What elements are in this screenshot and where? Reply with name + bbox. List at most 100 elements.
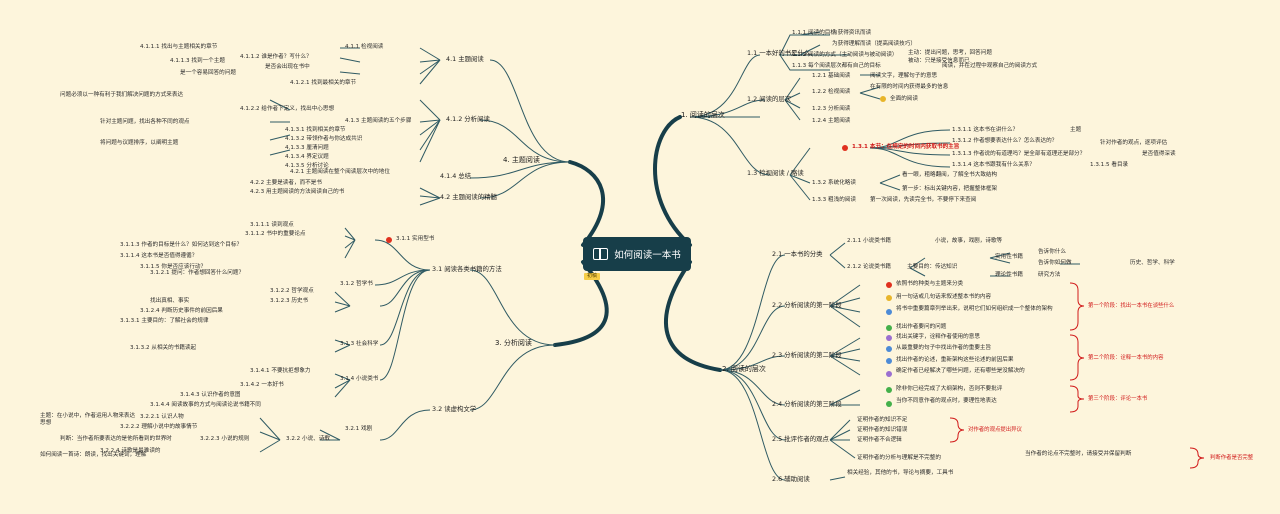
node-2-2-a[interactable]: 依照书的种类与主题来分类 [896, 281, 964, 287]
node-2-1-2[interactable]: 2.1.2 论说类书籍 [847, 264, 891, 270]
stage-1-note[interactable]: 第一个阶段：找出一本书在谈些什么 [1088, 303, 1175, 309]
node-3-2-2-c[interactable]: 3.2.2.3 小说的规则 [200, 436, 250, 442]
node-4-1-2-a[interactable]: 4.1.2.1 找到最相关的章节 [290, 80, 357, 86]
node-1-1-3[interactable]: 1.1.3 每个阅读层次都有自己的目标 [792, 63, 881, 69]
node-4-1-2-b[interactable]: 4.1.2.2 给作者下定义，找出中心思想 [240, 106, 335, 112]
node-3-1-3-b[interactable]: 3.1.3.2 从相关的书籍读起 [130, 345, 197, 351]
node-1-2-4[interactable]: 1.2.4 主题阅读 [812, 118, 851, 124]
node-4-1[interactable]: 4.1 主题阅读 [446, 55, 484, 63]
node-1-3-1-w[interactable]: 1.3.1.5 看目录 [1090, 162, 1129, 168]
node-2-1-2-a[interactable]: 主要目的：传达知识 [907, 264, 958, 270]
node-1-3-3[interactable]: 1.3.3 粗浅的阅读 [812, 197, 856, 203]
node-4-2-3[interactable]: 4.2.3 用主题阅读的方法阅读自己的书 [250, 189, 345, 195]
node-2-5-d[interactable]: 证明作者的分析与理解是不完整的 [857, 455, 941, 461]
node-3-1-2-c[interactable]: 3.1.2.3 历史书 [270, 298, 309, 304]
node-2-3-a[interactable]: 找出关键字，诠释作者使用的意思 [896, 334, 980, 340]
node-4-2-2[interactable]: 4.2.2 主要是读者，而不是书 [250, 180, 322, 186]
node-2-4-b[interactable]: 当你不同意作者的观点时，要理性地表达 [896, 398, 997, 404]
node-1-1-3-a[interactable]: 阅读，并在过程中观察自己的阅读方式 [942, 63, 1038, 69]
node-3-1-4-b[interactable]: 3.1.4.2 一本好书 [240, 382, 284, 388]
node-1-3-1-b[interactable]: 1.3.1.2 作者想要表达什么？怎么表达的？ [952, 138, 1058, 144]
node-2-5[interactable]: 2.5 批评作者的观点 [772, 435, 829, 443]
node-1-3[interactable]: 1.3 检视阅读 / 略读 [747, 169, 804, 177]
node-4-2[interactable]: 4.2 主题阅读的精髓 [440, 193, 497, 201]
node-4-1-1-e[interactable]: 是一个容易回答的问题 [180, 70, 236, 76]
node-4-2-1[interactable]: 4.2.1 主题阅读在整个阅读层次中的地位 [290, 169, 390, 175]
node-2-1-1[interactable]: 2.1.1 小说类书籍 [847, 238, 891, 244]
node-2-1-2-b[interactable]: 实用性书籍 [995, 254, 1023, 260]
node-4-1-3-c[interactable]: 4.1.3.3 厘清问题 [285, 145, 329, 151]
node-3-1-1-a[interactable]: 3.1.1.1 读到观点 [250, 222, 294, 228]
node-4-1-3-x[interactable]: 问题必须以一种有利于我们解决问题的方式来表达 [60, 92, 184, 98]
node-3-1-3[interactable]: 3.1.3 社会科学 [340, 341, 379, 347]
node-3-2-2-g[interactable]: 如何阅读一首诗：朗读，找出关键词，理解 [40, 452, 147, 458]
node-4-1-4[interactable]: 4.1.4 总结 [440, 172, 472, 180]
node-1-1-1[interactable]: 1.1.1 阅读的目标 [792, 30, 836, 36]
node-2-2-c[interactable]: 将书中重要篇章列举出来，说明它们如何组织成一个整体的架构 [896, 306, 1053, 312]
node-3-1-2-e[interactable]: 3.1.2.4 判断历史事件的前因后果 [140, 308, 223, 314]
node-1-3-1-a[interactable]: 1.3.1.1 这本书在讲什么？ [952, 127, 1019, 133]
node-1-1-1-1[interactable]: 为获得资讯而读 [832, 30, 872, 36]
node-3-1-4[interactable]: 3.1.4 小说类书 [340, 376, 379, 382]
node-1-2-1[interactable]: 1.2.1 基础阅读 [812, 73, 851, 79]
node-4-1-1-a[interactable]: 4.1.1.1 找出与主题相关的章节 [140, 44, 218, 50]
node-4-1-1-b[interactable]: 4.1.1.2 谁是作者？写什么？ [240, 54, 312, 60]
node-4-1-3-a[interactable]: 4.1.3.1 找到相关的章节 [285, 127, 346, 133]
node-3-2-2[interactable]: 3.2.2 小说、诗歌 [286, 436, 330, 442]
node-2-1-2-e[interactable]: 告诉你如何做 [1038, 260, 1072, 266]
node-4-1-3-y[interactable]: 针对主题问题，找出各种不同的观点 [100, 119, 190, 125]
node-1-3-1-y[interactable]: 针对作者的观点，逐项评估 [1100, 140, 1168, 146]
node-3-1-4-d[interactable]: 3.1.4.4 阅读故事的方式与阅读论说书籍不同 [150, 402, 261, 408]
node-3-2-2-e[interactable]: 主题：在小说中，作者运用人物来表达思想 [40, 413, 136, 426]
node-1-3-1-z[interactable]: 是否值得深读 [1142, 151, 1176, 157]
node-1-1-2-b[interactable]: 被动：只是接受信息而已 [908, 58, 970, 64]
node-1-1-1-2[interactable]: 为获得理解而读（提高阅读技巧） [832, 41, 916, 47]
node-1-1[interactable]: 1.1 一本好的书是什么 [747, 49, 811, 57]
node-4-1-3-d[interactable]: 4.1.3.4 界定议题 [285, 154, 329, 160]
node-3-1-2-b[interactable]: 3.1.2.2 哲学观点 [270, 288, 314, 294]
node-2-2[interactable]: 2.2 分析阅读的第一阶段 [772, 301, 842, 309]
node-3-2-2-d[interactable]: 3.2.2.4 诗歌是最难读的 [100, 448, 161, 454]
branch-4-label[interactable]: 4. 主题阅读 [503, 156, 540, 164]
node-2-6[interactable]: 2.6 辅助阅读 [772, 475, 810, 483]
node-2-5-b[interactable]: 证明作者的知识错误 [857, 427, 908, 433]
node-2-3-c[interactable]: 找出作者的论述，重新架构这些论述的前因后果 [896, 357, 1014, 363]
branch-2-label[interactable]: 2. 阅读的层次 [722, 365, 766, 373]
node-4-1-3-z[interactable]: 将问题与议题排序，以阐明主题 [100, 140, 179, 146]
node-4-1-1-c[interactable]: 4.1.1.3 找到一个主题 [170, 58, 225, 64]
node-1-3-2-b[interactable]: 第一步：标出关键内容，把握整体框架 [902, 186, 998, 192]
node-4-1-2[interactable]: 4.1.2 分析阅读 [446, 115, 490, 123]
node-4-1-3[interactable]: 4.1.3 主题阅读的五个步骤 [345, 118, 412, 124]
node-2-2-d[interactable]: 找出作者要问的问题 [896, 324, 947, 330]
root-node[interactable]: 如何阅读一本书 [583, 237, 691, 271]
node-2-4[interactable]: 2.4 分析阅读的第三阶段 [772, 400, 842, 408]
node-3-1[interactable]: 3.1 阅读各类书籍的方法 [432, 265, 502, 273]
node-2-1-2-d[interactable]: 告诉你什么 [1038, 249, 1066, 255]
node-3-2-2-f[interactable]: 判断：当作者所要表达的是他所看到的世界时 [60, 436, 172, 442]
node-1-2-1-a[interactable]: 阅读文字，理解句子的意思 [870, 73, 938, 79]
node-2-3-b[interactable]: 从最重要的句子中找出作者的重要主旨 [896, 345, 992, 351]
branch-3-label[interactable]: 3. 分析阅读 [495, 339, 532, 347]
node-3-1-1-d[interactable]: 3.1.1.4 这本书是否值得遵循？ [120, 253, 198, 259]
node-3-2-1[interactable]: 3.2.1 戏剧 [345, 426, 373, 432]
node-1-2-3-a[interactable]: 全面的阅读 [890, 96, 918, 102]
node-3-1-2[interactable]: 3.1.2 哲学书 [340, 281, 373, 287]
node-3-1-1-e[interactable]: 3.1.1.5 你是否应该行动？ [140, 264, 207, 270]
node-1-2-2-a[interactable]: 在有限的时间内获得最多的信息 [870, 84, 949, 90]
node-1-3-1[interactable]: 1.3.1 本节：在规定的时间内获取书的主旨 [852, 144, 960, 150]
node-2-3[interactable]: 2.3 分析阅读的第二阶段 [772, 351, 842, 359]
node-4-1-1-d[interactable]: 是否会出现在书中 [265, 64, 310, 70]
node-3-1-1-c[interactable]: 3.1.1.3 作者的目标是什么？如何达到这个目标？ [120, 242, 243, 248]
node-3-2[interactable]: 3.2 读虚构文学 [432, 405, 477, 413]
node-2-5-f[interactable]: 判断作者是否完整 [1210, 455, 1254, 461]
node-2-1-2-c[interactable]: 理论性书籍 [995, 272, 1023, 278]
node-4-1-3-e[interactable]: 4.1.3.5 分析讨论 [285, 163, 329, 169]
node-2-4-a[interactable]: 除非你已经完成了大纲架构，否则不要批评 [896, 386, 1003, 392]
node-3-2-2-a[interactable]: 3.2.2.1 认识人物 [140, 414, 184, 420]
node-1-2-3[interactable]: 1.2.3 分析阅读 [812, 106, 851, 112]
node-2-2-b[interactable]: 用一句话或几句话来叙述整本书的内容 [896, 294, 992, 300]
node-1-3-1-x[interactable]: 主题 [1070, 127, 1082, 133]
node-2-1-1-a[interactable]: 小说，故事，戏剧，诗歌等 [935, 238, 1003, 244]
node-2-1[interactable]: 2.1 一本书的分类 [772, 250, 823, 258]
node-4-1-3-b[interactable]: 4.1.3.2 带领作者与你达成共识 [285, 136, 363, 142]
